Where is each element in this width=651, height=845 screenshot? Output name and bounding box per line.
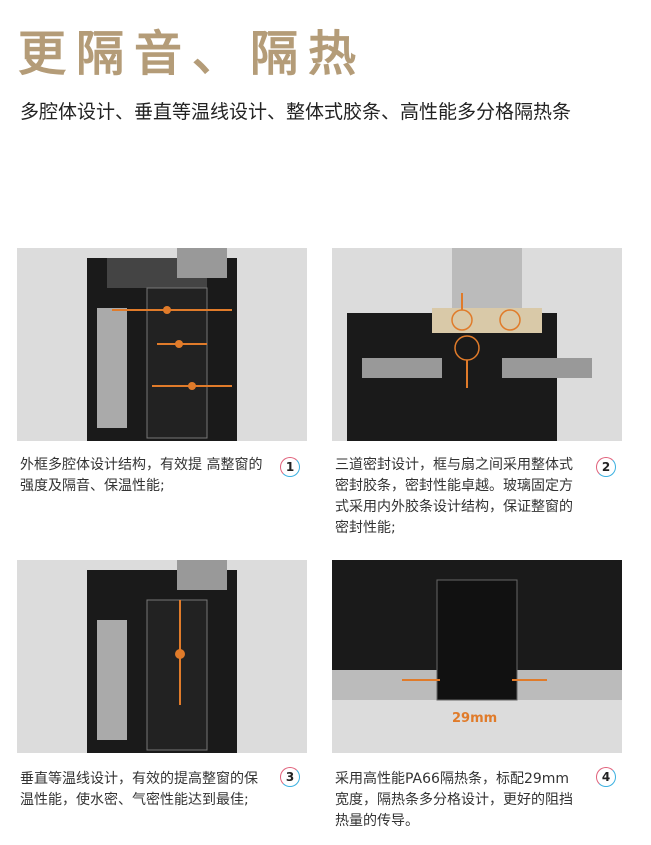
feature-1-text: 外框多腔体设计结构，有效提 高整窗的强度及隔音、保温性能; xyxy=(20,457,263,494)
profile-image-seals xyxy=(332,248,622,441)
feature-2-badge: 2 xyxy=(596,457,616,477)
dimension-label: 29mm xyxy=(452,711,498,726)
profile-image-multi-cavity xyxy=(17,248,307,441)
profile-image-isotherm xyxy=(17,560,307,753)
page-subtitle: 多腔体设计、垂直等温线设计、整体式胶条、高性能多分格隔热条 xyxy=(20,101,572,123)
feature-3-text: 垂直等温线设计，有效的提高整窗的保温性能，使水密、气密性能达到最佳; xyxy=(20,771,258,808)
page-title: 更隔音、隔热 xyxy=(18,26,367,82)
feature-2-text: 三道密封设计，框与扇之间采用整体式密封胶条，密封性能卓越。玻璃固定方式采用内外胶… xyxy=(335,457,573,536)
feature-3-badge: 3 xyxy=(280,767,300,787)
feature-4-text: 采用高性能PA66隔热条，标配29mm宽度，隔热条多分格设计，更好的阻挡热量的传… xyxy=(335,771,573,829)
profile-image-thermal-strip: 29mm xyxy=(332,560,622,753)
feature-1-badge: 1 xyxy=(280,457,300,477)
feature-4-badge: 4 xyxy=(596,767,616,787)
